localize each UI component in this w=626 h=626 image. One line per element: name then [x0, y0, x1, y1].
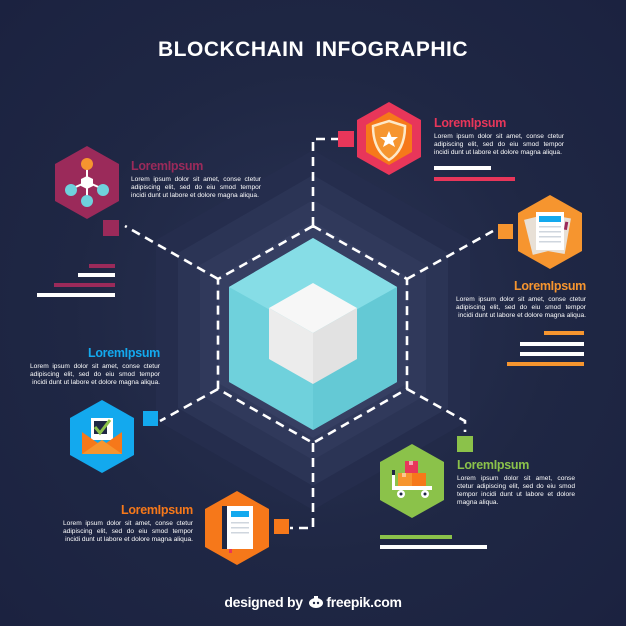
connector-square-green: [457, 436, 473, 452]
info-body: Lorem ipsum dolor sit amet, conse ctetur…: [434, 133, 564, 156]
connector-square-red: [338, 131, 354, 147]
decor-bar: [380, 545, 487, 549]
info-heading: LoremIpsum: [434, 116, 507, 130]
freepik-logo-icon: [309, 596, 324, 608]
info-heading: LoremIpsum: [131, 159, 204, 173]
info-heading: LoremIpsum: [120, 503, 193, 517]
connector-square-orange: [274, 519, 289, 534]
decor-bar: [89, 264, 115, 268]
decor-bar: [434, 166, 491, 170]
info-body: Lorem ipsum dolor sit amet, conse ctetur…: [456, 296, 586, 319]
network-nodes-icon: [55, 146, 119, 219]
connector-square-lightorange: [498, 224, 513, 239]
info-heading: LoremIpsum: [513, 279, 586, 293]
decor-bar: [520, 352, 584, 356]
info-block-network: LoremIpsum Lorem ipsum dolor sit amet, c…: [131, 159, 261, 200]
info-heading: LoremIpsum: [457, 458, 530, 472]
info-block-documents: LoremIpsum Lorem ipsum dolor sit amet, c…: [456, 279, 586, 320]
info-body: Lorem ipsum dolor sit amet, conse ctetur…: [457, 475, 575, 506]
info-heading: LoremIpsum: [87, 346, 160, 360]
documents-icon: [518, 195, 582, 269]
footer-brand: freepik.com: [326, 594, 402, 610]
page-title: BLOCKCHAIN INFOGRAPHIC: [158, 38, 468, 61]
shield-star-icon: [357, 102, 421, 175]
info-body: Lorem ipsum dolor sit amet, conse ctetur…: [131, 176, 261, 199]
info-body: Lorem ipsum dolor sit amet, conse ctetur…: [30, 363, 160, 386]
info-block-book: LoremIpsum Lorem ipsum dolor sit amet, c…: [63, 503, 193, 544]
decor-bar: [78, 273, 115, 277]
book-icon: [205, 491, 269, 565]
footer-credit: designed by freepik.com: [0, 594, 626, 610]
footer-prefix: designed by: [224, 594, 303, 610]
decor-bar: [507, 362, 584, 366]
cube-icon: [269, 283, 357, 384]
decor-bar: [544, 331, 584, 335]
info-block-security: LoremIpsum Lorem ipsum dolor sit amet, c…: [434, 116, 564, 157]
cart-boxes-icon: [380, 444, 444, 518]
decor-bar: [54, 283, 115, 287]
decor-bar: [520, 342, 584, 346]
envelope-check-icon: [70, 400, 134, 473]
decor-bar: [434, 177, 515, 181]
info-block-delivery: LoremIpsum Lorem ipsum dolor sit amet, c…: [457, 458, 575, 507]
decor-bar: [380, 535, 452, 539]
info-body: Lorem ipsum dolor sit amet, conse ctetur…: [63, 520, 193, 543]
connector-square-blue: [143, 411, 158, 426]
info-block-mail: LoremIpsum Lorem ipsum dolor sit amet, c…: [30, 346, 160, 387]
decor-bar: [37, 293, 115, 297]
dashed-connectors: [124, 137, 494, 530]
connector-square-maroon: [103, 220, 119, 236]
